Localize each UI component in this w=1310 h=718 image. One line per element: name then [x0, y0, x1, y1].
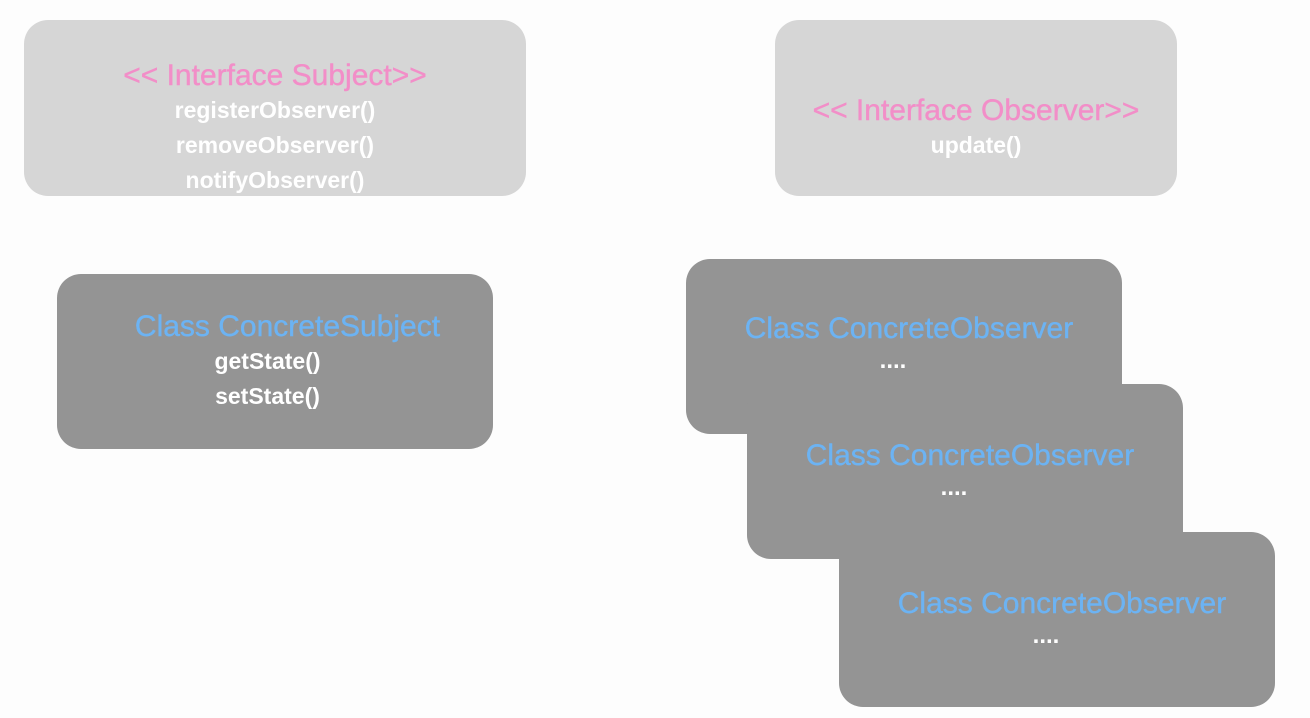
- concrete-observer-box-3: Class ConcreteObserver ....: [839, 532, 1275, 707]
- remove-observer-method: removeObserver(): [175, 132, 375, 158]
- register-observer-method: registerObserver(): [174, 97, 376, 123]
- concrete-subject-box: Class ConcreteSubject getState() setStat…: [57, 274, 493, 449]
- observer-interface-title: << Interface Observer>>: [812, 94, 1140, 127]
- subject-interface-title: << Interface Subject>>: [123, 59, 427, 92]
- subject-interface-box: << Interface Subject>> registerObserver(…: [24, 20, 526, 196]
- concrete-observer-title: Class ConcreteObserver: [744, 312, 1074, 345]
- observer-interface-box: << Interface Observer>> update(): [775, 20, 1177, 196]
- set-state-method: setState(): [215, 383, 320, 409]
- concrete-observer-ellipsis: ....: [940, 474, 968, 501]
- get-state-method: getState(): [214, 348, 321, 374]
- concrete-subject-title: Class ConcreteSubject: [134, 310, 441, 343]
- concrete-observer-ellipsis: ....: [1032, 622, 1060, 649]
- concrete-observer-box-2: Class ConcreteObserver ....: [747, 384, 1183, 559]
- concrete-observer-ellipsis: ....: [879, 347, 907, 374]
- concrete-observer-title: Class ConcreteObserver: [897, 587, 1227, 620]
- concrete-observer-title: Class ConcreteObserver: [805, 439, 1135, 472]
- notify-observer-method: notifyObserver(): [185, 167, 365, 193]
- update-method: update(): [930, 132, 1022, 158]
